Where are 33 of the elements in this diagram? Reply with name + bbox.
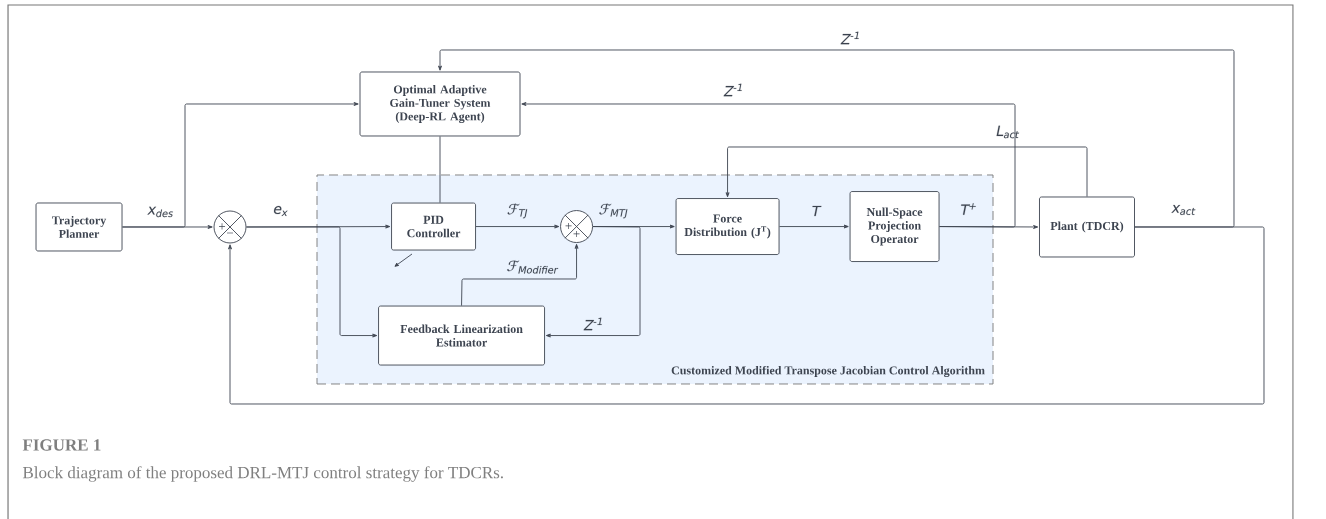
edge-label: L$_{act}$: [996, 125, 1020, 139]
edge-label: T$^{+}$: [961, 203, 976, 215]
arrow: [475, 224, 560, 229]
summing-junction: + −: [213, 210, 247, 244]
arrow: [725, 146, 1088, 198]
process-box: Feedback Linearization Estimator: [378, 305, 545, 366]
arrow: [521, 102, 1016, 228]
edge-label: Z$^{-1}$: [723, 83, 742, 97]
process-box: Force Distribution (J$^{T}$): [675, 198, 780, 255]
arrow: [246, 226, 378, 338]
process-box: Optimal Adaptive Gain-Tuner System (Deep-RL Agent): [359, 71, 521, 137]
edge-label: Z$^{-1}$: [583, 317, 602, 331]
process-box: PID Controller: [391, 202, 476, 251]
edge-label: T: [812, 205, 822, 217]
figure-title: FIGURE 1: [22, 439, 101, 451]
arrow: [461, 243, 579, 307]
edge-label: x$_{des}$: [147, 206, 173, 218]
arrow: [122, 102, 359, 228]
arrow: [545, 226, 641, 338]
edge-label: ℱ$_{Modifier}$: [507, 260, 559, 274]
summing-junction: + +: [560, 210, 593, 243]
arrow: [228, 226, 1265, 405]
edge-label: Z$^{-1}$: [840, 31, 859, 45]
edge-label: ℱ$_{TJ}$: [507, 203, 528, 219]
caption: Block diagram of the proposed DRL-MTJ control strategy for TDCRs.: [22, 466, 503, 482]
process-box: Null-Space Projection Operator: [849, 191, 940, 262]
edge-label: ℱ$_{MTJ}$: [599, 203, 628, 219]
edge-label: x$_{act}$: [1171, 204, 1196, 215]
arrow: [438, 49, 1235, 228]
process-box: Plant (TDCR): [1039, 196, 1135, 258]
arrow: [779, 224, 849, 229]
process-box: Trajectory Planner: [35, 202, 123, 252]
edge-label: e$_{x}$: [273, 205, 288, 216]
